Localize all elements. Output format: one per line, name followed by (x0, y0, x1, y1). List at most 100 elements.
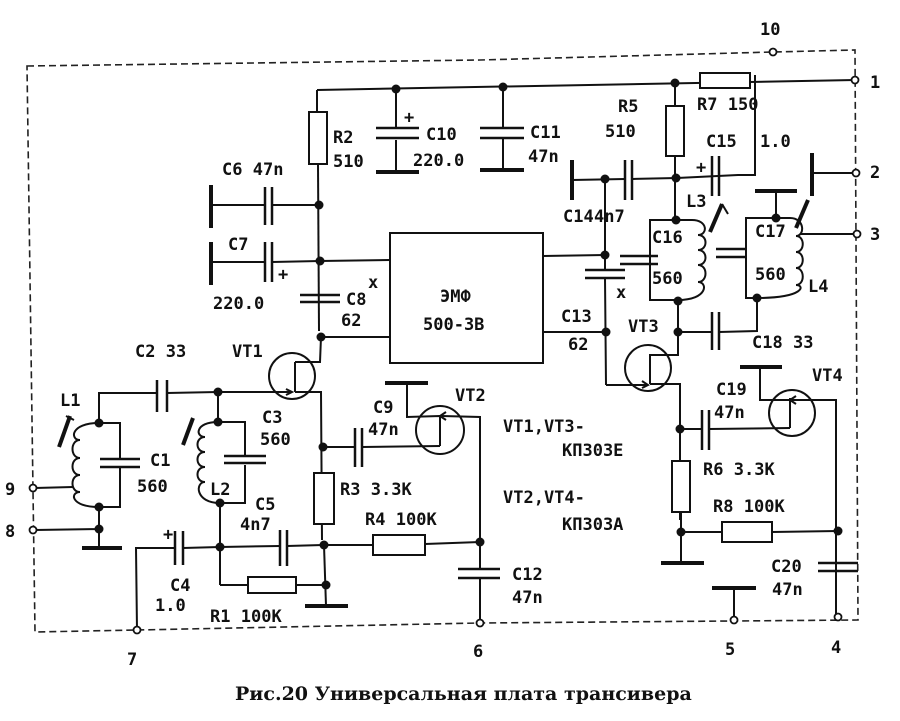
resistor-r6: R6 3.3K (661, 460, 775, 565)
svg-text:62: 62 (341, 311, 361, 331)
terminal-1: 1 (850, 73, 880, 93)
inductor-l2: L2 (181, 392, 230, 508)
resistor-r2: R2 510 (308, 90, 364, 342)
svg-text:6: 6 (473, 642, 483, 662)
resistor-r4: R4 100K (324, 510, 485, 556)
svg-text:500-3В: 500-3В (423, 315, 484, 335)
svg-text:47n: 47n (714, 403, 745, 423)
terminal-7: 7 (127, 625, 142, 670)
svg-text:220.0: 220.0 (213, 294, 264, 314)
svg-text:C11: C11 (530, 123, 561, 143)
svg-text:+: + (278, 265, 288, 285)
svg-text:510: 510 (333, 152, 364, 172)
inductor-l1: L1 (57, 391, 104, 512)
terminal-4: 4 (831, 612, 843, 658)
emf-filter-module: ЭМФ 500-3В (319, 232, 606, 364)
svg-text:L3: L3 (686, 192, 706, 212)
transistor-type-note: VT1,VT3- КП303Е VT2,VT4- КП303А (503, 417, 623, 535)
svg-text:8: 8 (5, 522, 15, 542)
terminal-5: 5 (712, 586, 756, 660)
capacitor-c2: C2 33 (98, 342, 223, 423)
svg-text:10: 10 (760, 20, 780, 40)
capacitor-c15: + C15 1.0 (696, 132, 791, 196)
capacitor-c8: C8 x 62 (300, 273, 378, 331)
svg-text:L2: L2 (210, 480, 230, 500)
terminal-10: 10 (760, 20, 780, 57)
svg-text:47n: 47n (512, 588, 543, 608)
svg-text:C16: C16 (652, 228, 683, 248)
svg-text:C3: C3 (262, 408, 282, 428)
svg-text:+: + (696, 158, 706, 178)
svg-text:C18 33: C18 33 (752, 333, 813, 353)
capacitor-c16: C16 560 (620, 228, 683, 289)
svg-text:560: 560 (755, 265, 786, 285)
capacitor-c4: + C4 1.0 (134, 525, 221, 631)
svg-text:510: 510 (605, 122, 636, 142)
svg-text:C4: C4 (170, 576, 190, 596)
svg-text:5: 5 (725, 640, 735, 660)
capacitor-c13: x C13 62 (561, 179, 626, 386)
terminal-6: 6 (473, 618, 485, 662)
svg-text:R6 3.3K: R6 3.3K (703, 460, 775, 480)
terminal-2: 2 (810, 153, 880, 196)
resistor-r8: R8 100K (681, 497, 843, 543)
svg-text:VT4: VT4 (812, 366, 843, 386)
svg-text:560: 560 (137, 477, 168, 497)
svg-text:C1: C1 (150, 451, 170, 471)
svg-text:62: 62 (568, 335, 588, 355)
svg-text:VT1,VT3-: VT1,VT3- (503, 417, 585, 437)
svg-text:C5: C5 (255, 495, 275, 515)
svg-text:+: + (404, 108, 414, 128)
svg-text:C9: C9 (373, 398, 393, 418)
capacitor-c7: + C7 220.0 (209, 235, 321, 314)
svg-text:C19: C19 (716, 380, 747, 400)
inductor-l4: L4 (745, 189, 828, 303)
figure-caption: Рис.20 Универсальная плата трансивера (235, 683, 692, 705)
capacitor-c9: C9 47n (323, 398, 441, 467)
svg-text:КП303Е: КП303Е (562, 441, 623, 461)
svg-text:VT3: VT3 (628, 317, 659, 337)
svg-text:x: x (616, 283, 626, 303)
svg-text:2: 2 (870, 163, 880, 183)
svg-text:C17: C17 (755, 222, 786, 242)
terminal-9: 9 (5, 480, 74, 500)
svg-text:4n7: 4n7 (594, 207, 625, 227)
svg-text:7: 7 (127, 650, 137, 670)
inductor-l3: L3 (649, 192, 729, 306)
transistor-vt2: VT2 (385, 381, 486, 540)
capacitor-c3: C3 560 (218, 408, 291, 504)
svg-text:C6 47n: C6 47n (222, 160, 283, 180)
capacitor-c14: C14 4n7 (563, 75, 756, 227)
resistor-r3: R3 3.3K (313, 442, 412, 525)
capacitor-c11: C11 47n (480, 87, 561, 172)
resistor-r1: R1 100K (210, 544, 348, 627)
capacitor-c1: C1 560 (99, 422, 170, 508)
capacitor-c10: + C10 220.0 (376, 89, 464, 174)
svg-text:R4 100K: R4 100K (365, 510, 437, 530)
svg-text:C13: C13 (561, 307, 592, 327)
resistor-r7: R7 150 (697, 72, 758, 115)
svg-text:x: x (368, 273, 378, 293)
svg-text:R8 100K: R8 100K (713, 497, 785, 517)
transistor-vt4: VT4 (740, 365, 843, 615)
svg-text:C7: C7 (228, 235, 248, 255)
svg-text:+: + (163, 525, 173, 545)
svg-text:R1 100K: R1 100K (210, 607, 282, 627)
terminal-8: 8 (5, 507, 122, 550)
svg-text:R3 3.3K: R3 3.3K (340, 480, 412, 500)
capacitor-c12: C12 47n (458, 542, 543, 621)
svg-text:C8: C8 (346, 290, 366, 310)
svg-text:47n: 47n (528, 147, 559, 167)
svg-text:9: 9 (5, 480, 15, 500)
capacitor-c19: C19 47n (675, 380, 791, 450)
svg-text:VT2,VT4-: VT2,VT4- (503, 488, 585, 508)
svg-text:L1: L1 (60, 391, 80, 411)
svg-text:1: 1 (870, 73, 880, 93)
svg-text:ЭМФ: ЭМФ (440, 287, 471, 307)
capacitor-c20: C20 47n (771, 557, 858, 600)
svg-text:3: 3 (870, 225, 880, 245)
svg-text:4n7: 4n7 (240, 515, 271, 535)
svg-text:560: 560 (260, 430, 291, 450)
svg-text:C10: C10 (426, 125, 457, 145)
